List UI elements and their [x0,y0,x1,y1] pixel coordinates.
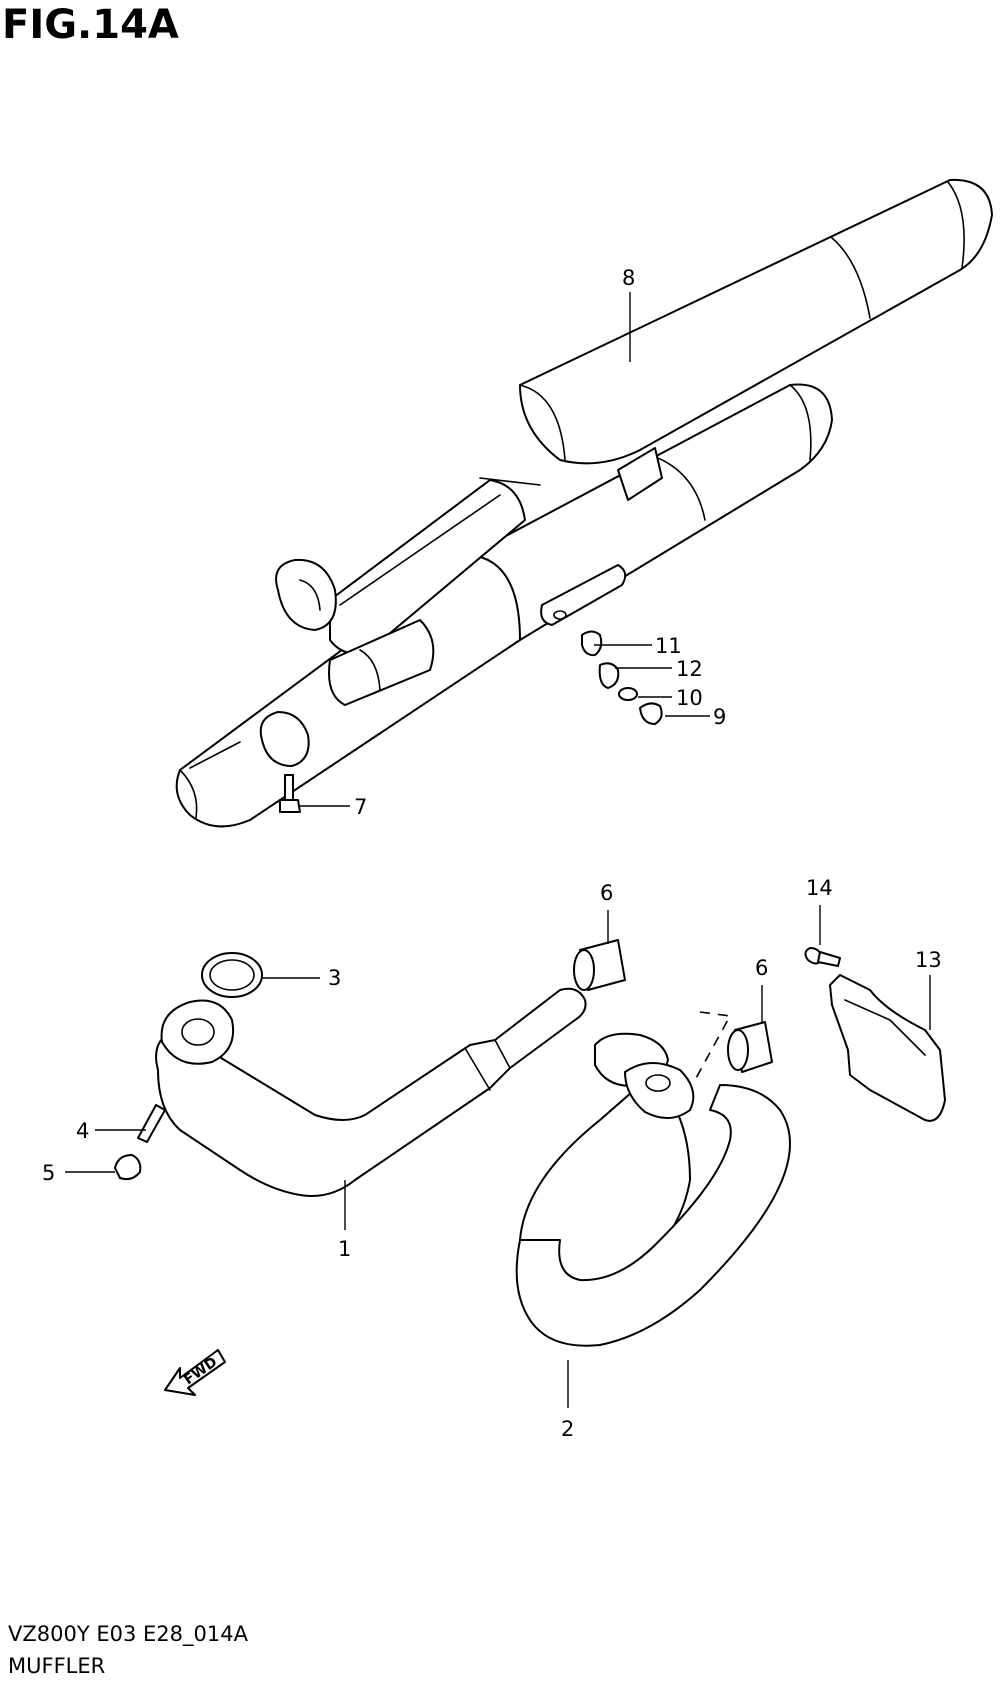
connector-6-right [727,1021,773,1073]
callout-14: 14 [806,876,833,900]
callout-12: 12 [676,657,703,681]
fwd-label: FWD [181,1354,220,1388]
callout-2: 2 [561,1417,574,1441]
callout-5: 5 [42,1161,55,1185]
bolt-14 [804,947,841,967]
callout-labels: 1 2 3 4 5 6 6 7 8 9 10 11 12 13 14 [42,266,942,1441]
section-name: MUFFLER [8,1654,106,1678]
alignment-dash [694,1011,732,1081]
callout-6-left: 6 [600,881,613,905]
nut-5 [114,1154,142,1181]
callout-11: 11 [655,634,682,658]
callout-1: 1 [338,1237,351,1261]
exhaust-pipe-rear [515,1032,791,1347]
callout-3: 3 [328,966,341,990]
forward-direction-arrow: FWD [164,1349,226,1396]
leader-lines [65,292,931,1408]
callout-4: 4 [76,1119,89,1143]
callout-7: 7 [354,795,367,819]
figure-title: FIG.14A [2,2,179,48]
muffler-assembly [175,178,993,828]
callout-8: 8 [622,266,635,290]
heat-shield-13 [829,974,946,1122]
model-code: VZ800Y E03 E28_014A [8,1622,248,1646]
connector-6-left [573,939,626,991]
stud-4 [137,1104,166,1143]
gasket-3 [201,952,263,998]
callout-10: 10 [676,686,703,710]
callout-9: 9 [713,705,726,729]
callout-6-right: 6 [755,956,768,980]
mounting-hardware [581,630,663,725]
callout-13: 13 [915,948,942,972]
exhaust-pipe-front [155,987,587,1197]
bolt-7 [279,774,301,813]
